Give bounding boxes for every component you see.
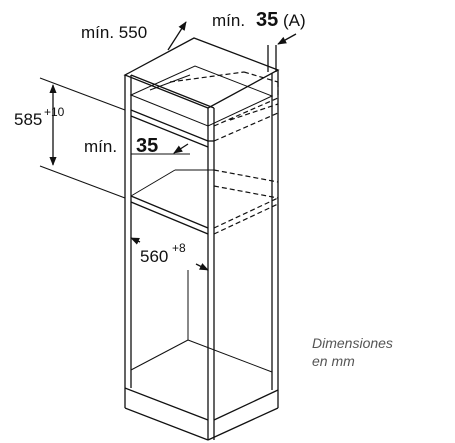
middle-shelf [130, 169, 279, 235]
label-585: 585 [14, 110, 42, 129]
label-min-550: mín. 550 [81, 23, 147, 42]
dimension-585: 585 +10 [14, 77, 126, 199]
label-a: (A) [283, 11, 306, 30]
upper-opening [129, 65, 279, 148]
cabinet-outline [123, 37, 280, 441]
label-560: 560 [140, 247, 168, 266]
label-560-tolerance: +8 [172, 241, 186, 255]
label-35-mid: 35 [136, 135, 158, 157]
label-35-top: 35 [256, 9, 278, 31]
dimension-35-mid: mín. 35 [84, 135, 190, 157]
dimension-560: 560 +8 [130, 237, 209, 271]
dimension-35-top: mín. 35 (A) [212, 9, 306, 72]
label-585-tolerance: +10 [44, 105, 65, 119]
bottom-inner [130, 270, 273, 373]
label-min-mid: mín. [84, 137, 117, 156]
label-min-top: mín. [212, 11, 245, 30]
note-line-2: en mm [312, 353, 355, 369]
note-line-1: Dimensiones [312, 335, 393, 351]
dimension-550: mín. 550 [81, 21, 187, 51]
units-note: Dimensiones en mm [312, 335, 393, 369]
